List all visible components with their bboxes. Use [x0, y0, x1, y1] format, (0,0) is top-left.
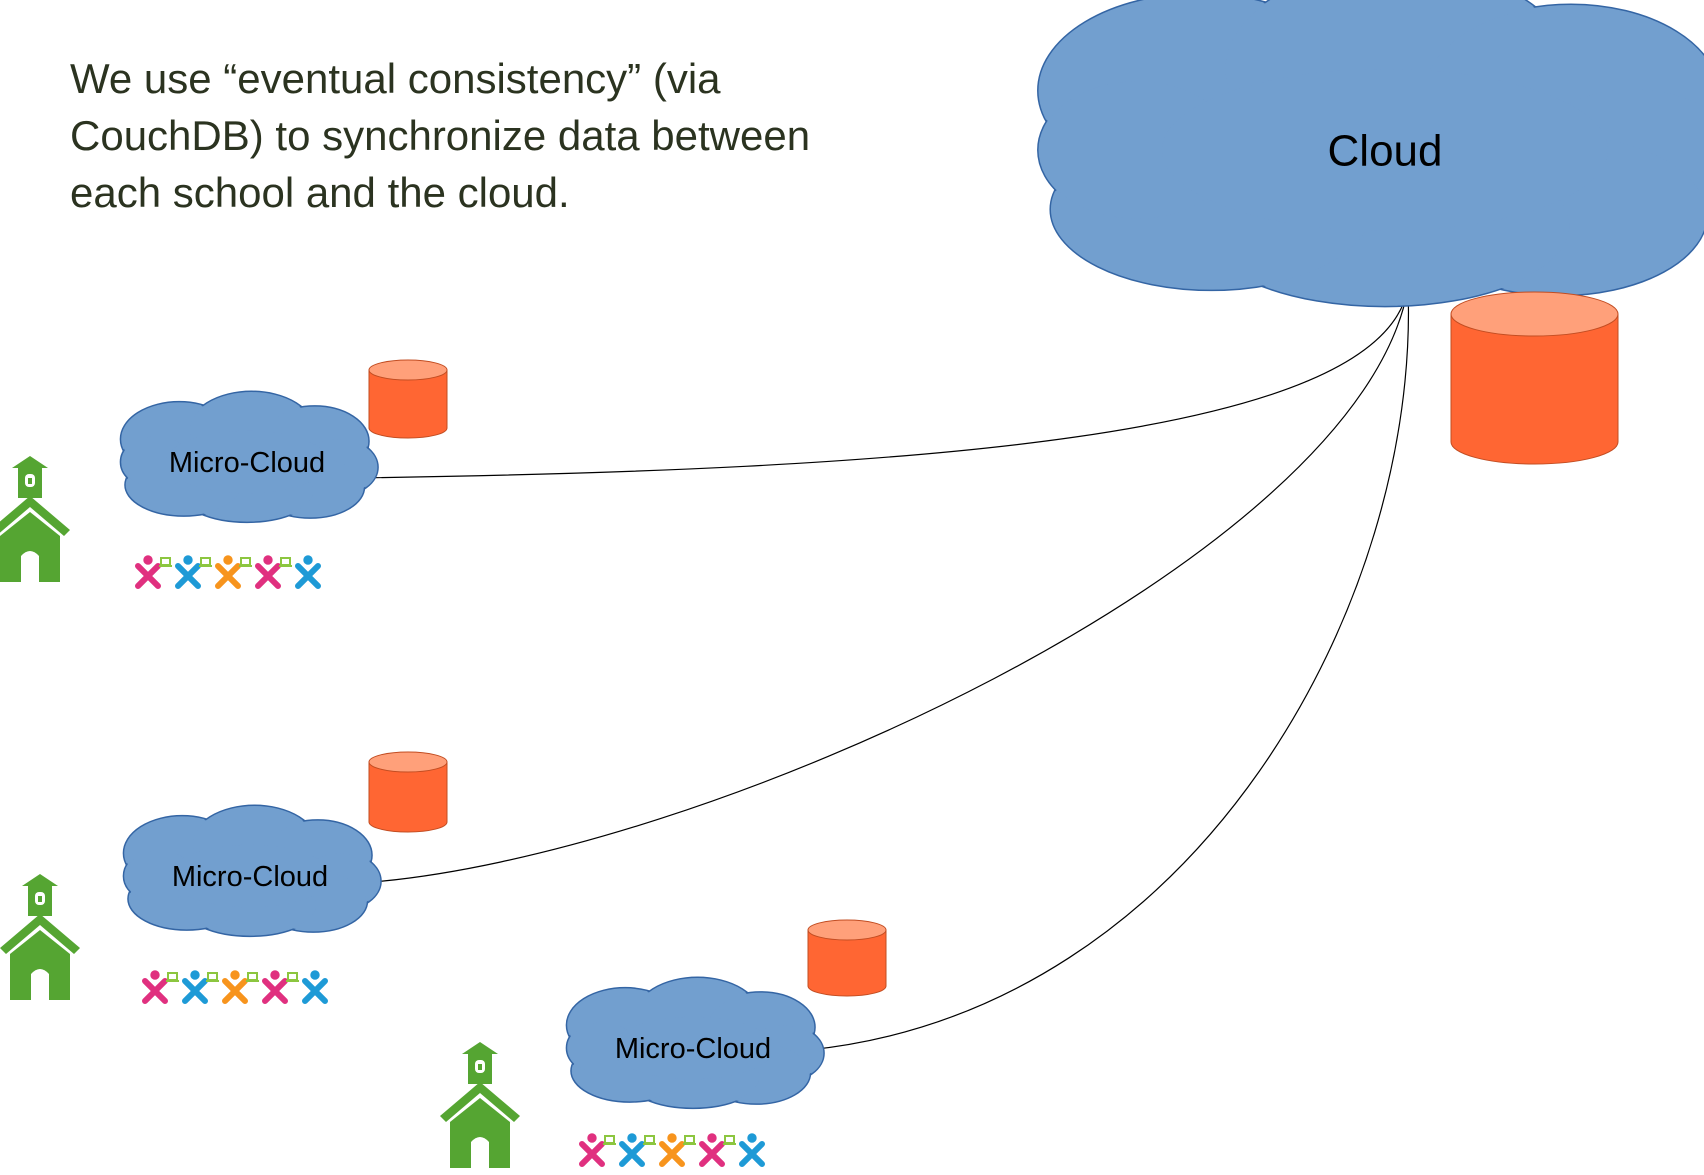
xo-child-icon [662, 1134, 682, 1164]
xo-laptop-icon [247, 972, 258, 981]
xo-child-icon [145, 971, 165, 1001]
schoolhouse-icon [0, 874, 80, 1000]
micro-cloud-label: Micro-Cloud [169, 447, 325, 479]
main-cloud: Cloud [1037, 0, 1704, 308]
xo-child-icon [218, 556, 238, 586]
xo-children-icon [145, 971, 325, 1001]
main-cloud-shape-core [1161, 69, 1609, 231]
xo-laptop-icon [287, 972, 298, 981]
school-tower-roof [12, 456, 48, 468]
xo-child-icon [582, 1134, 602, 1164]
xo-child-icon [258, 556, 278, 586]
school-walls [10, 930, 70, 1000]
xo-laptop-icon [167, 972, 178, 981]
xo-laptop-icon [724, 1135, 735, 1144]
school-roof [0, 496, 70, 536]
main-database-cylinder [1450, 291, 1619, 465]
xo-laptop-icon [240, 557, 251, 566]
micro-database-cylinder-top [807, 919, 887, 941]
school-site-2: Micro-Cloud [0, 751, 448, 1001]
school-door [31, 969, 49, 1000]
xo-laptop-icon [604, 1135, 615, 1144]
school-bell [28, 478, 32, 484]
school-tower-roof [22, 874, 58, 886]
main-cloud-shape: Cloud [1037, 0, 1704, 308]
schoolhouse-icon [440, 1042, 520, 1168]
sync-links [354, 287, 1410, 1051]
main-cloud-shape-label: Cloud [1328, 126, 1443, 175]
xo-child-icon [265, 971, 285, 1001]
school-door [21, 551, 39, 582]
school-walls [0, 512, 60, 582]
micro-database-cylinder [368, 359, 448, 439]
school-site-1: Micro-Cloud [0, 359, 448, 586]
xo-laptop-icon [280, 557, 291, 566]
micro-cloud-label: Micro-Cloud [615, 1033, 771, 1065]
school-bell [38, 896, 42, 902]
school-tower-roof [462, 1042, 498, 1054]
micro-cloud: Micro-Cloud [119, 390, 379, 524]
xo-laptop-icon [684, 1135, 695, 1144]
xo-child-icon [298, 556, 318, 586]
xo-laptop-icon [644, 1135, 655, 1144]
micro-database-cylinder [807, 919, 887, 997]
micro-cloud: Micro-Cloud [565, 976, 825, 1110]
xo-children-icon [582, 1134, 762, 1164]
main-database-cylinder-body [1450, 313, 1619, 465]
micro-database-cylinder-body [368, 761, 448, 833]
diagram-caption: We use “eventual consistency” (via Couch… [70, 55, 811, 216]
sync-link-1 [354, 287, 1409, 479]
school-door [471, 1137, 489, 1168]
micro-database-cylinder-top [368, 359, 448, 381]
school-roof [440, 1082, 520, 1122]
xo-laptop-icon [160, 557, 171, 566]
xo-child-icon [622, 1134, 642, 1164]
micro-database-cylinder [368, 751, 448, 833]
micro-cloud-label: Micro-Cloud [172, 861, 328, 893]
xo-laptop-icon [207, 972, 218, 981]
school-roof [0, 914, 80, 954]
school-walls [450, 1098, 510, 1168]
xo-child-icon [185, 971, 205, 1001]
xo-laptop-icon [200, 557, 211, 566]
main-database [1450, 291, 1619, 465]
micro-cloud-core [611, 1016, 775, 1080]
micro-database-cylinder-body [807, 929, 887, 997]
xo-children-icon [138, 556, 318, 586]
main-database-cylinder-top [1450, 291, 1619, 337]
school-site-3: Micro-Cloud [440, 919, 887, 1168]
xo-child-icon [138, 556, 158, 586]
schoolhouse-icon [0, 456, 70, 582]
micro-database-cylinder-body [368, 369, 448, 439]
xo-child-icon [305, 971, 325, 1001]
micro-cloud-core [168, 844, 332, 908]
sync-link-3 [807, 287, 1410, 1051]
micro-cloud: Micro-Cloud [122, 804, 382, 938]
xo-child-icon [178, 556, 198, 586]
micro-cloud-core [165, 430, 329, 494]
xo-child-icon [225, 971, 245, 1001]
xo-child-icon [702, 1134, 722, 1164]
school-bell [478, 1064, 482, 1070]
sync-link-2 [359, 287, 1409, 884]
micro-database-cylinder-top [368, 751, 448, 773]
xo-child-icon [742, 1134, 762, 1164]
